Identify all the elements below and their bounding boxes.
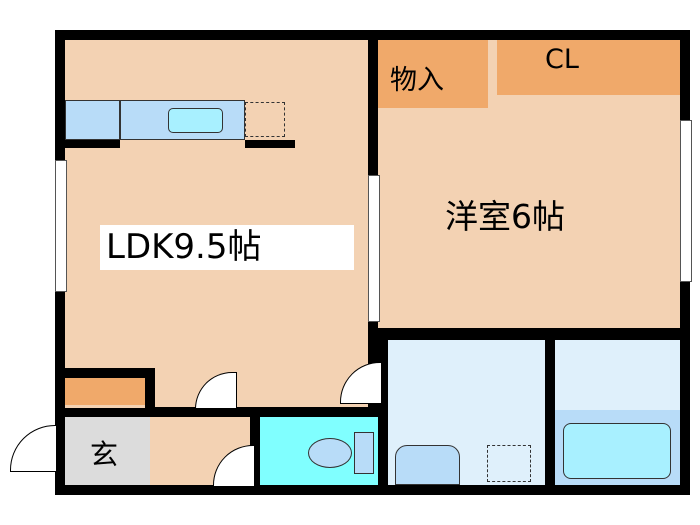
bathtub [563,423,671,479]
storage [378,40,488,108]
toilet-tank [354,432,374,474]
kitchen-wall [65,140,120,148]
entrance-label: 玄 [90,438,119,471]
washbasin [395,445,460,485]
washing-machine-space [487,445,531,482]
ldk-floor [65,40,368,408]
wall-shoe-side [145,368,155,415]
window-ldk [55,160,67,292]
western-room-label: 洋室6帖 [445,197,565,236]
toilet-wall [250,417,260,485]
western-bottom-wall [378,328,690,340]
wall-ldk-bottom [145,407,388,417]
fridge-space [245,102,285,137]
entrance-door[interactable] [10,425,57,472]
wall-ldk-lower [55,368,155,378]
bath-partition [545,340,555,485]
closet [497,40,680,95]
closet-label: CL [545,44,579,75]
kitchen-wall-right [245,140,295,148]
shoe-box [65,378,145,405]
toilet-bowl [308,438,352,468]
entrance [65,417,150,485]
kitchen-stove [65,100,120,140]
kitchen-sink [168,108,223,133]
sliding-door-ldk[interactable] [368,175,380,322]
storage-label: 物入 [390,65,444,96]
ldk-label: LDK9.5帖 [100,225,354,270]
window-western [680,120,692,282]
